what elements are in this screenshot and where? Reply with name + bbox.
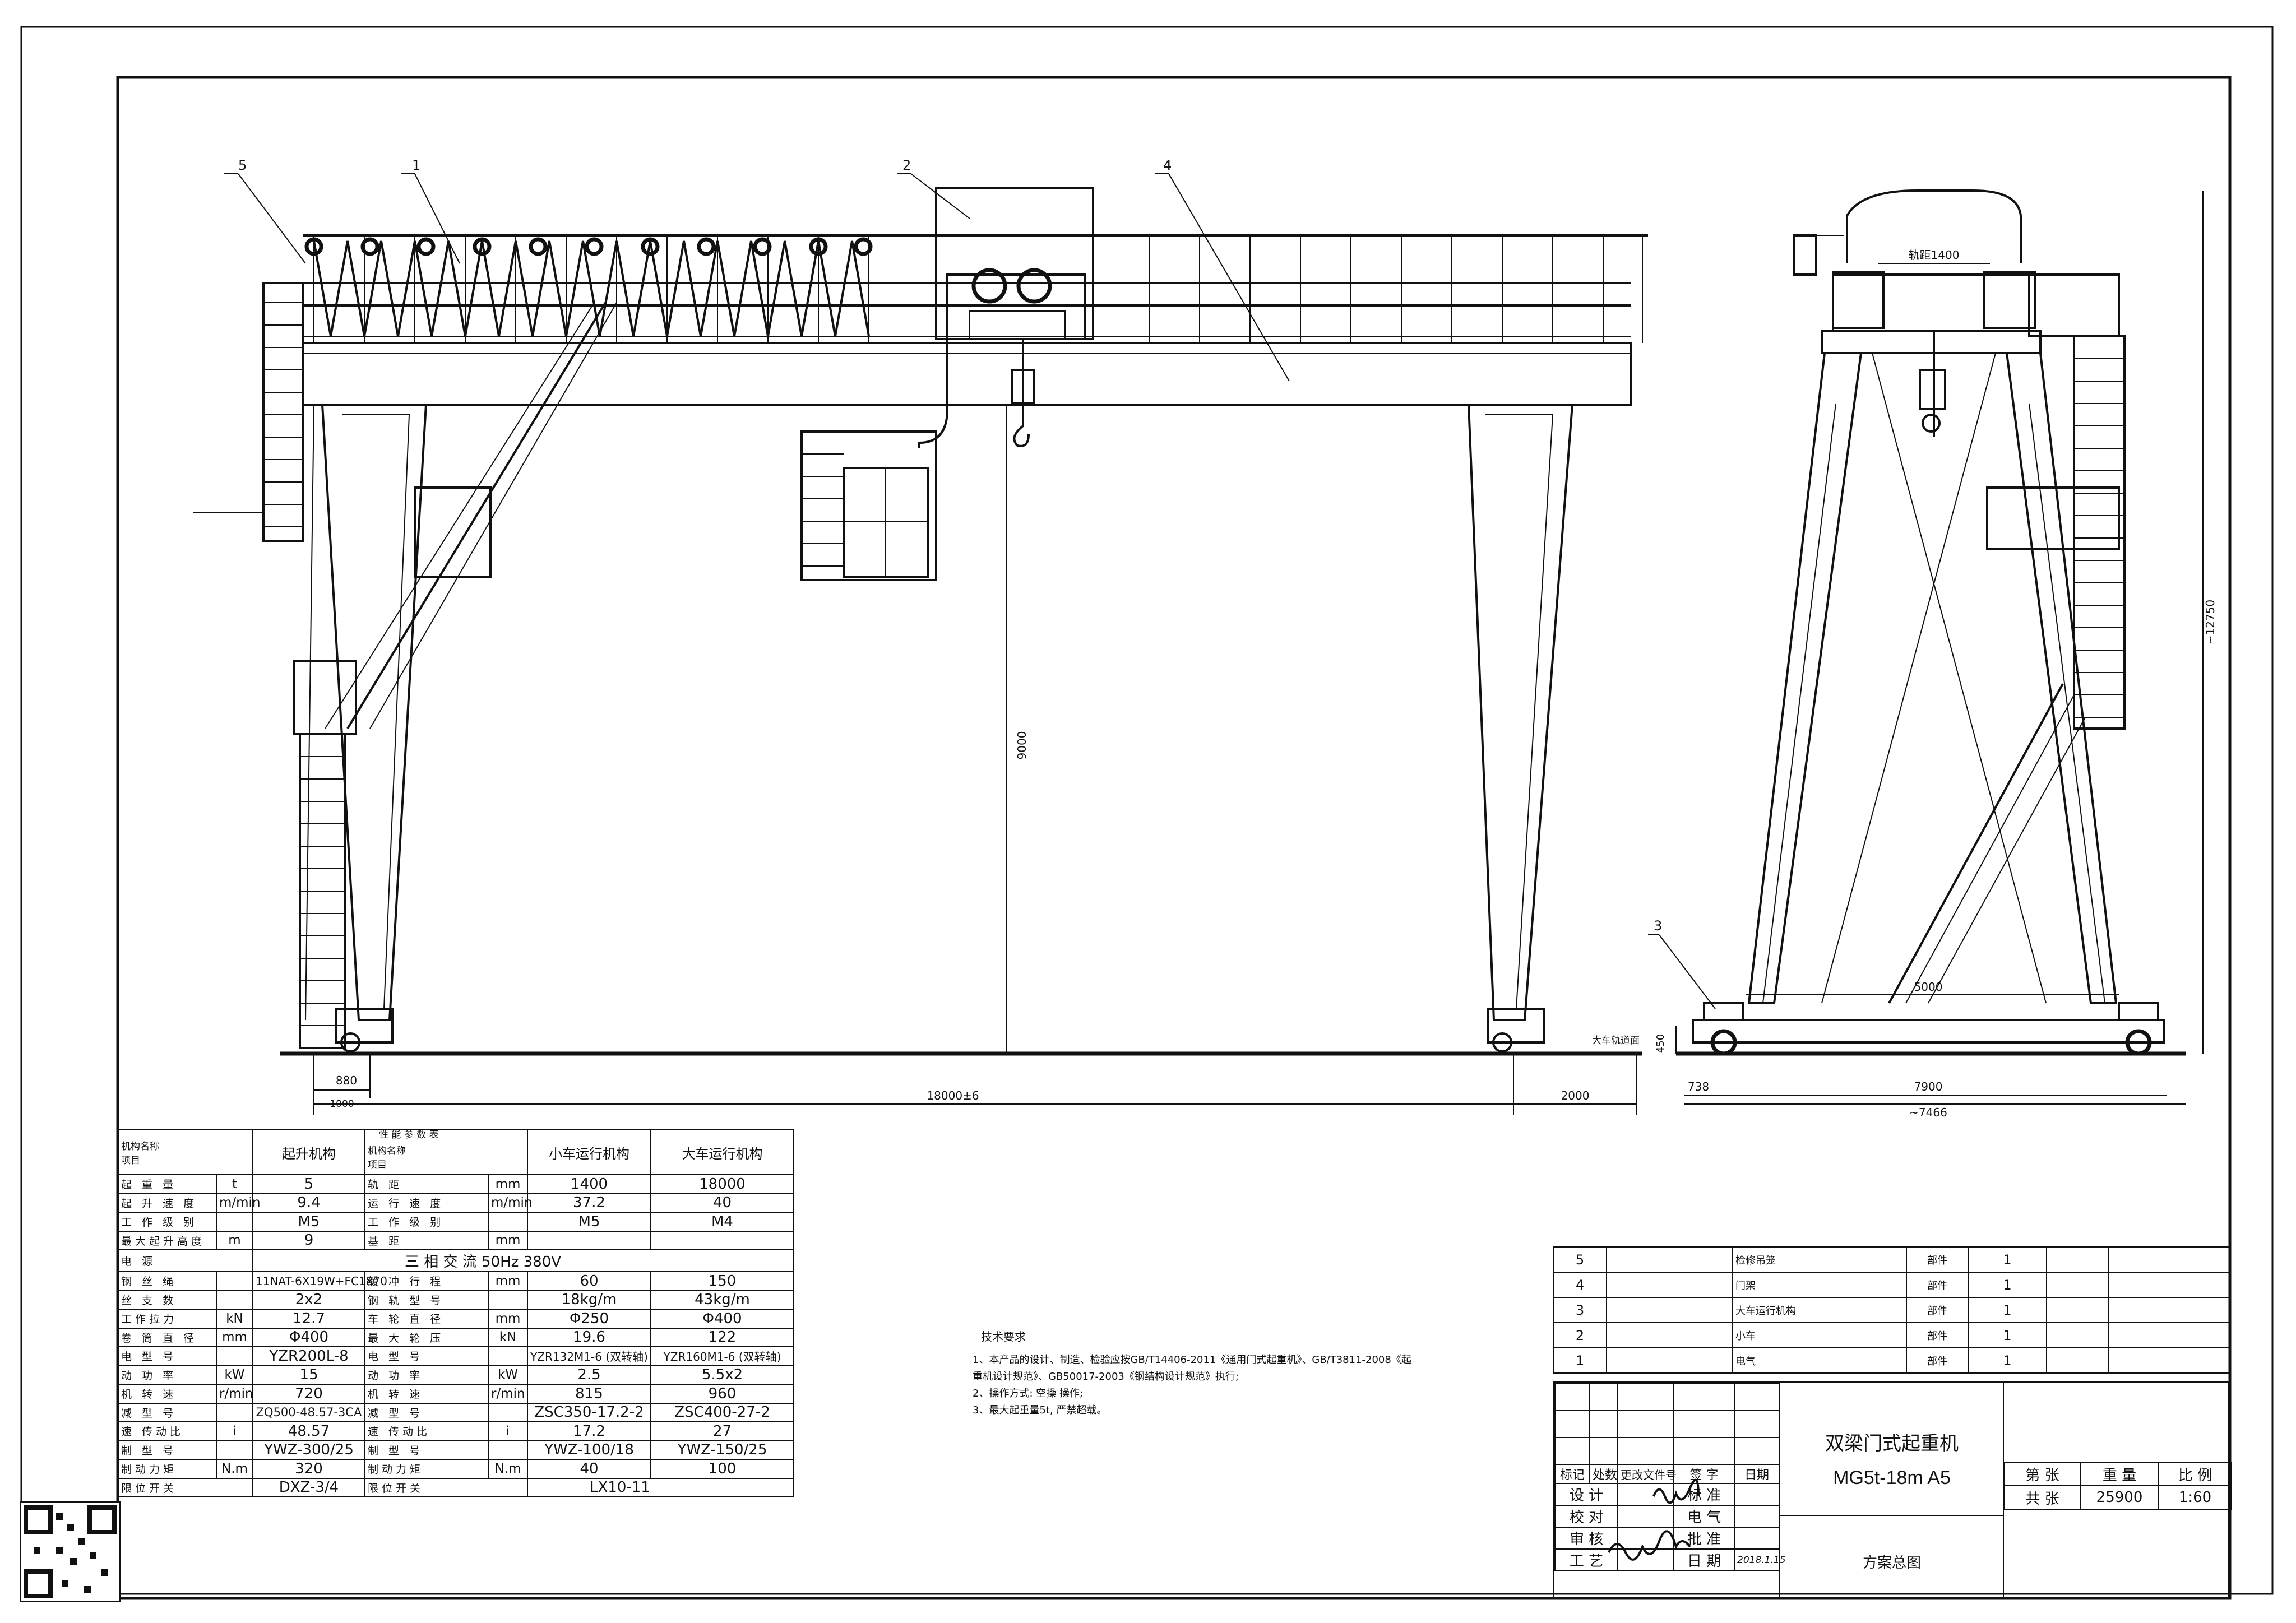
side-left-leg xyxy=(1747,352,1863,1004)
inclined-stair xyxy=(293,302,617,1049)
dim-side-wheelbase: 7900 xyxy=(1914,1080,1943,1093)
weight-value: 25900 xyxy=(2080,1485,2160,1510)
dim-side-height: ~12750 xyxy=(2204,600,2217,644)
callout-3: 3 xyxy=(1654,918,1662,934)
dim-side-rail: 450 xyxy=(1655,1034,1667,1053)
revision-grid: 标记 处数 更改文件号 签 字 日期 设 计标 准 校 对电 气 审 核批 准 … xyxy=(1554,1383,1786,1571)
callout-2: 2 xyxy=(902,157,911,173)
performance-table: 机构名称项目 起升机构 性 能 参 数 表机构名称项目 小车运行机构 大车运行机… xyxy=(118,1129,794,1497)
signed-date: 2018.1.15 xyxy=(1734,1548,1786,1571)
role-design: 设 计 xyxy=(1554,1483,1618,1506)
front-dimensions xyxy=(313,404,1637,1115)
table-title: 性 能 参 数 表 xyxy=(379,1129,439,1140)
front-elevation: 18000±6 880 1000 2000 9000 大车轨道面 5 1 2 4 xyxy=(193,157,1648,1115)
dim-side-left: 738 xyxy=(1688,1080,1709,1093)
role-check: 校 对 xyxy=(1554,1505,1618,1528)
left-leg xyxy=(321,404,428,1021)
dim-side-total: ~7466 xyxy=(1909,1106,1947,1119)
side-sill xyxy=(1692,1019,2165,1044)
right-leg xyxy=(1467,404,1574,1021)
corner-right: 性 能 参 数 表机构名称项目 xyxy=(364,1129,528,1175)
tech-item-4: 3、最大起重量5t, 严禁超载。 xyxy=(973,1404,1107,1416)
dim-left-wheel: 880 xyxy=(336,1074,357,1087)
header-hoist: 起升机构 xyxy=(252,1129,365,1175)
callout-5: 5 xyxy=(238,157,247,173)
trolley-cover xyxy=(1846,189,2022,263)
dim-span: 18000±6 xyxy=(927,1089,979,1102)
drawing-model: MG5t-18m A5 xyxy=(1833,1467,1951,1488)
header-trolley: 小车运行机构 xyxy=(527,1129,651,1175)
tech-item-2: 重机设计规范》、GB50017-2003《钢结构设计规范》执行; xyxy=(973,1371,1239,1383)
main-girder xyxy=(302,342,1632,406)
role-standard: 标 准 xyxy=(1673,1483,1735,1506)
dim-lift-height: 9000 xyxy=(1015,731,1029,760)
role-electrical: 电 气 xyxy=(1673,1505,1735,1528)
festoon-cable xyxy=(313,240,870,337)
corner-left: 机构名称项目 xyxy=(118,1129,253,1175)
dim-trolley-gauge: 轨距1400 xyxy=(1909,248,1960,262)
drawing-title: 双梁门式起重机 xyxy=(1825,1432,1959,1455)
rail-surface-label: 大车轨道面 xyxy=(1592,1035,1640,1046)
header-crane: 大车运行机构 xyxy=(650,1129,794,1175)
dim-left-outer: 1000 xyxy=(330,1098,354,1110)
tech-item-3: 2、操作方式: 空操 操作; xyxy=(973,1388,1083,1399)
scale-value: 1:60 xyxy=(2158,1485,2233,1510)
drawing-frame xyxy=(116,76,2232,1600)
title-block: 标记 处数 更改文件号 签 字 日期 设 计标 准 校 对电 气 审 核批 准 … xyxy=(1553,1381,2233,1599)
tech-title: 技术要求 xyxy=(981,1330,1026,1343)
dim-side-base: 5000 xyxy=(1914,980,1943,994)
end-ladder xyxy=(193,282,304,542)
role-date: 日 期 xyxy=(1673,1548,1735,1571)
qr-code xyxy=(20,1501,121,1602)
trolley xyxy=(935,187,1094,447)
table-row: 电 源三 相 交 流 50Hz 380V xyxy=(118,1249,794,1272)
dim-right-outer: 2000 xyxy=(1561,1089,1590,1102)
side-elevation xyxy=(1648,189,2204,1105)
operator-cab xyxy=(800,339,948,581)
callout-1: 1 xyxy=(412,157,420,173)
drawing-name: 方案总图 xyxy=(1862,1555,1921,1571)
callout-4: 4 xyxy=(1163,157,1172,173)
role-approve: 批 准 xyxy=(1673,1527,1735,1550)
tech-item-1: 1、本产品的设计、制造、检验应按GB/T14406-2011《通用门式起重机》、… xyxy=(973,1354,1411,1366)
role-process: 工 艺 xyxy=(1554,1548,1618,1571)
side-right-leg xyxy=(2005,352,2118,1004)
role-audit: 审 核 xyxy=(1554,1527,1618,1550)
